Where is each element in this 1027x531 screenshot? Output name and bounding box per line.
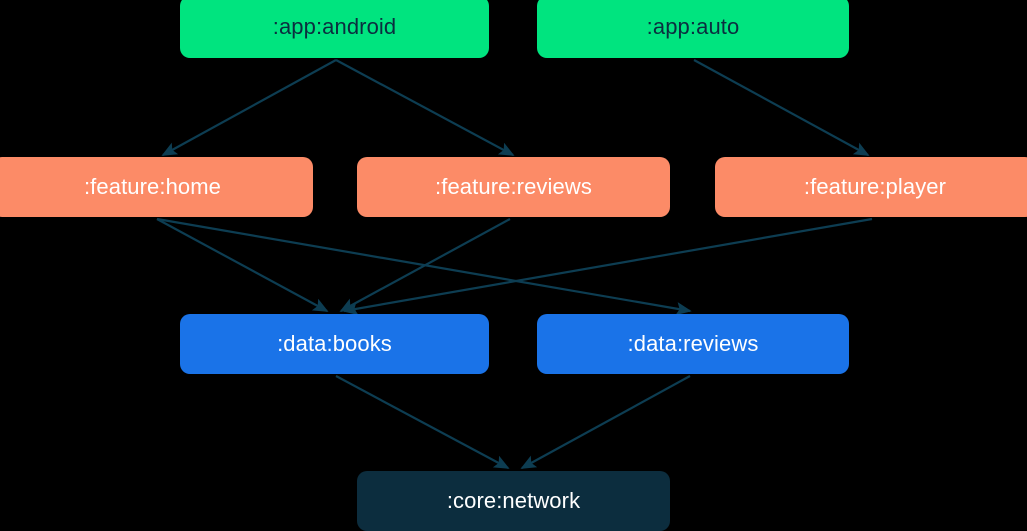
node-label: :app:auto [646,14,740,39]
node-app-android[interactable]: :app:android [180,0,489,58]
node-label: :core:network [446,488,581,513]
edge-feature-home-to-data-books [156,218,329,312]
edge-data-books-to-core-network [335,375,510,469]
node-app-auto[interactable]: :app:auto [537,0,849,58]
edge-feature-home-to-data-reviews [156,217,692,316]
node-feature-reviews[interactable]: :feature:reviews [357,157,670,217]
node-label: :data:books [277,331,392,356]
node-feature-home[interactable]: :feature:home [0,157,313,217]
node-feature-player[interactable]: :feature:player [715,157,1027,217]
node-label: :feature:reviews [435,174,592,199]
node-label: :feature:player [803,174,947,199]
edge-feature-player-to-data-books [342,217,873,316]
edge-data-reviews-to-core-network [520,375,691,469]
node-label: :data:reviews [627,331,759,356]
edge-app-auto-to-feature-player [693,59,870,156]
edge-feature-reviews-to-data-books [339,218,511,312]
edge-app-android-to-feature-home [161,59,337,156]
node-data-reviews[interactable]: :data:reviews [537,314,849,374]
node-data-books[interactable]: :data:books [180,314,489,374]
node-core-network[interactable]: :core:network [357,471,670,531]
node-label: :feature:home [83,174,222,199]
edge-app-android-to-feature-reviews [335,59,515,156]
node-label: :app:android [272,14,397,39]
